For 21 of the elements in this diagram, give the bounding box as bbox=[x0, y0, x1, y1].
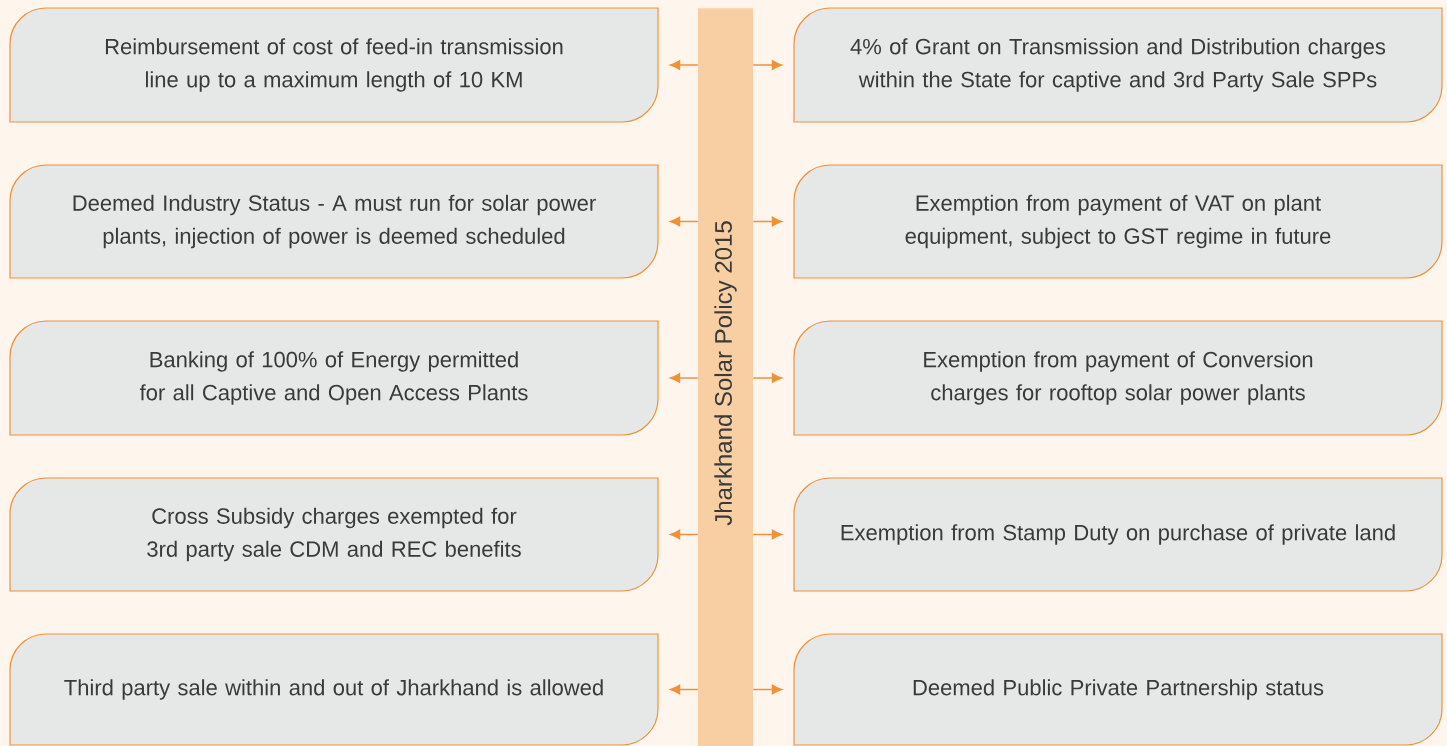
arrow bbox=[670, 60, 699, 70]
policy-box: Reimbursement of cost of feed-in transmission line up to a maximum length of 10 KM bbox=[9, 7, 659, 123]
policy-box: Deemed Industry Status - A must run for solar power plants, injection of power is deemed scheduled bbox=[9, 164, 659, 279]
arrow bbox=[752, 216, 782, 227]
arrow bbox=[670, 216, 699, 227]
arrow bbox=[752, 373, 782, 383]
policy-box: Exemption from payment of Conversion charges for rooftop solar power plants bbox=[793, 320, 1443, 436]
arrow bbox=[670, 373, 699, 383]
arrow bbox=[752, 529, 782, 540]
policy-box: Deemed Public Private Partnership status bbox=[793, 633, 1443, 746]
policy-bar: Jharkhand Solar Policy 2015 bbox=[698, 8, 753, 746]
arrow bbox=[670, 684, 699, 695]
policy-box: 4% of Grant on Transmission and Distribution charges within the State for captive and 3rd Party Sale SPPs bbox=[793, 7, 1443, 123]
policy-box: Exemption from payment of VAT on plant equipment, subject to GST regime in future bbox=[793, 164, 1443, 279]
arrow bbox=[752, 684, 782, 695]
policy-box: Banking of 100% of Energy permitted for all Captive and Open Access Plants bbox=[9, 320, 659, 436]
policy-box: Third party sale within and out of Jharkhand is allowed bbox=[9, 633, 659, 746]
policy-box: Exemption from Stamp Duty on purchase of private land bbox=[793, 477, 1443, 592]
arrow bbox=[670, 529, 699, 540]
policy-box: Cross Subsidy charges exempted for 3rd party sale CDM and REC benefits bbox=[9, 477, 659, 592]
arrow bbox=[752, 60, 782, 70]
